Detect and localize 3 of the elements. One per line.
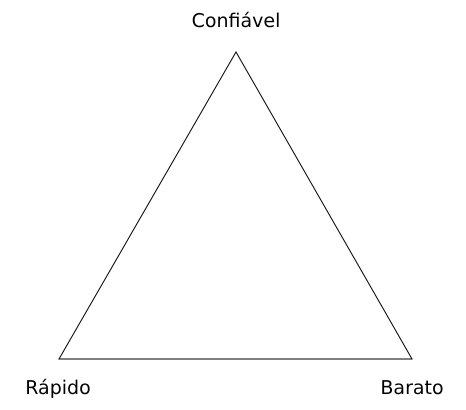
vertex-label: Rápido bbox=[25, 377, 91, 399]
vertex-label: Confiável bbox=[192, 10, 280, 32]
vertex-label: Barato bbox=[380, 377, 444, 399]
